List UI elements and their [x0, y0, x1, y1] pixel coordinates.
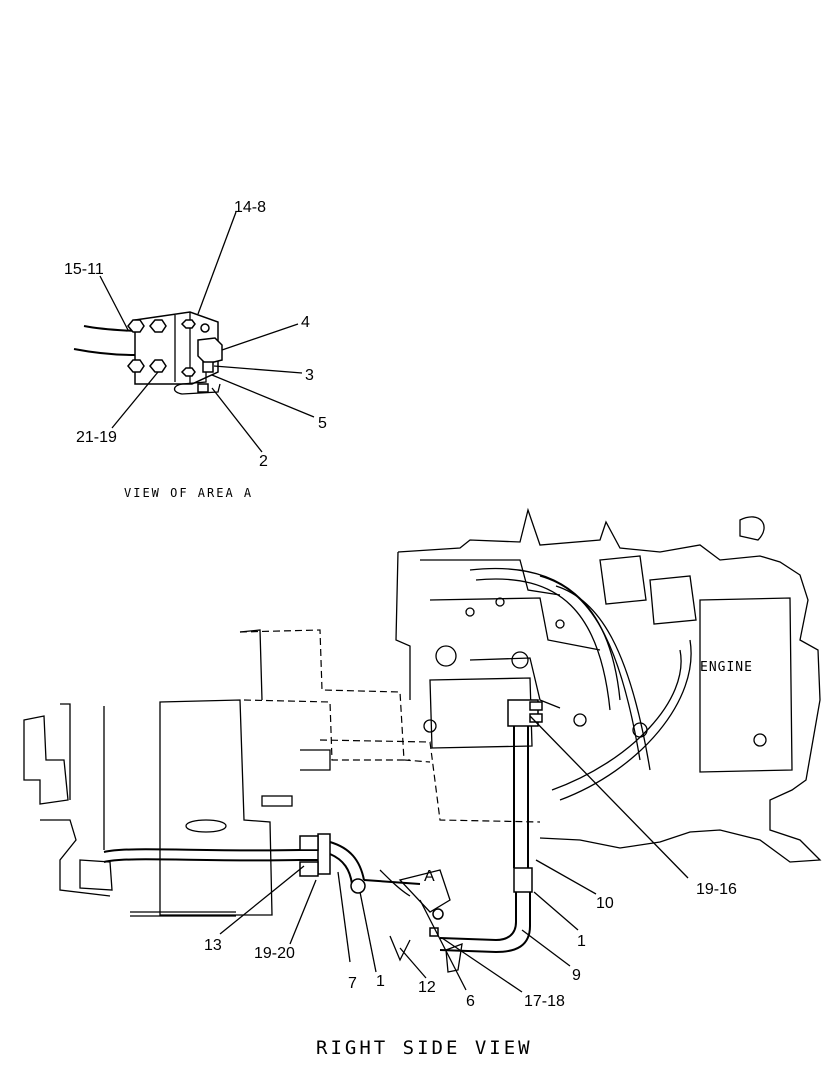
area-a-marker: A [424, 868, 435, 885]
label-3: 3 [305, 367, 314, 384]
label-7: 7 [348, 975, 357, 992]
engine-label: ENGINE [700, 660, 753, 675]
label-6: 6 [466, 993, 475, 1010]
label-9: 9 [572, 967, 581, 984]
label-13: 13 [204, 937, 222, 954]
label-4: 4 [301, 314, 310, 331]
label-19-20: 19-20 [254, 945, 295, 962]
label-14-8: 14-8 [234, 199, 266, 216]
label-2: 2 [259, 453, 268, 470]
main-view-caption: RIGHT SIDE VIEW [316, 1037, 533, 1059]
right-side-view: A ENGINE 19-16 10 1 9 17-18 6 12 1 7 19-… [23, 507, 822, 1059]
label-21-19: 21-19 [76, 429, 117, 446]
label-1-right: 1 [577, 933, 586, 950]
label-1-left: 1 [376, 973, 385, 990]
label-12: 12 [418, 979, 436, 996]
label-15-11: 15-11 [64, 261, 104, 278]
detail-view-caption: VIEW OF AREA A [124, 486, 253, 500]
detail-view-area-a: 14-8 15-11 4 3 5 21-19 2 VIEW OF AREA A [64, 199, 327, 500]
label-5: 5 [318, 415, 327, 432]
label-19-16: 19-16 [696, 881, 737, 898]
bolt-group [127, 319, 210, 377]
label-17-18: 17-18 [524, 993, 565, 1010]
label-10: 10 [596, 895, 614, 912]
